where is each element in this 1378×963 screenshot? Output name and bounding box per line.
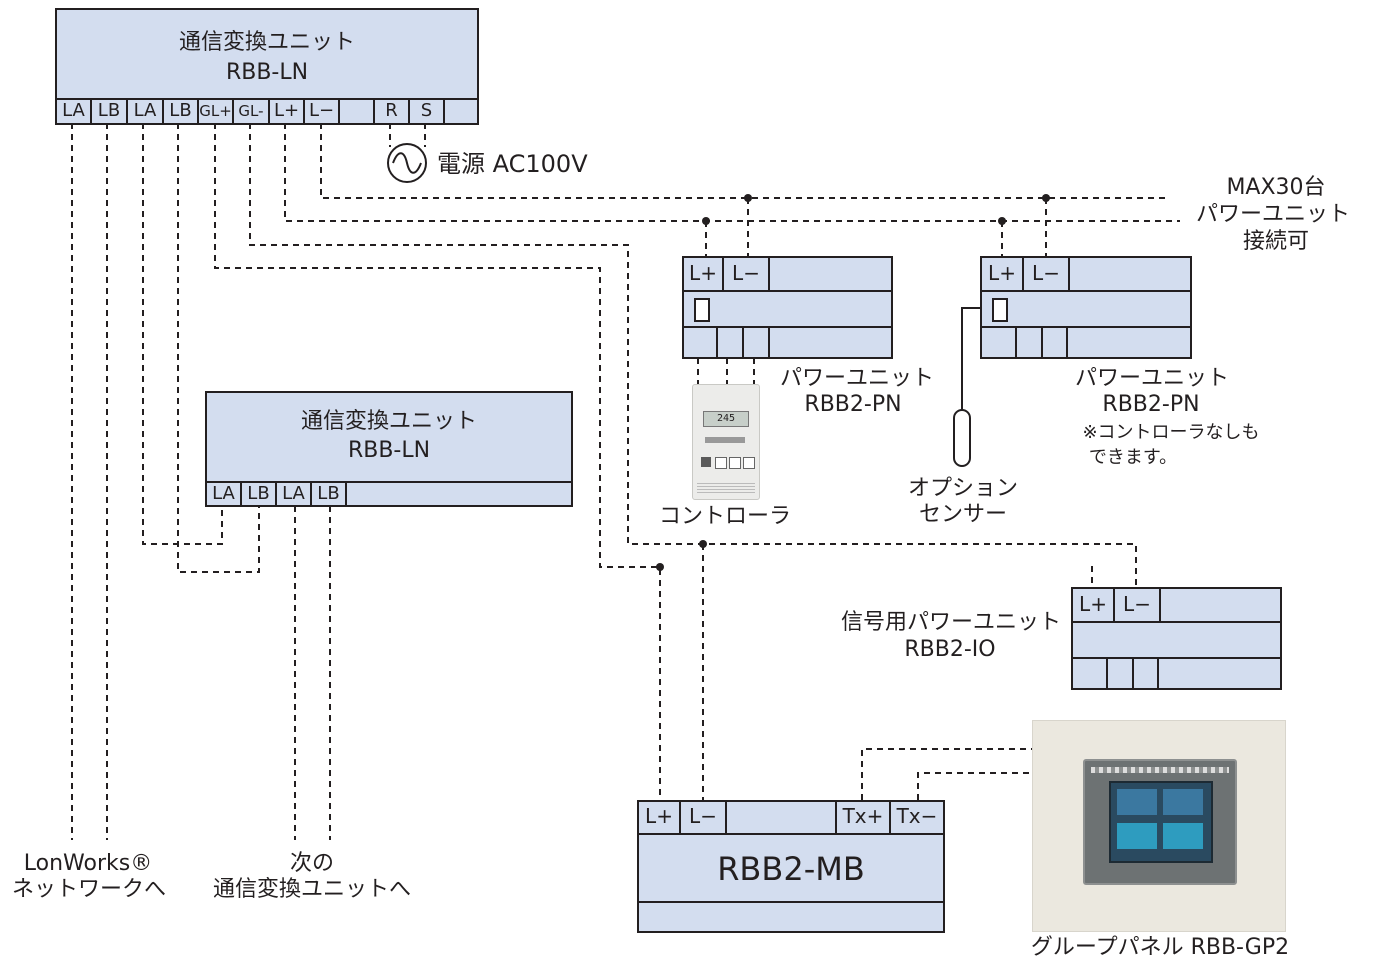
power-unit-1-model: RBB2-PN	[804, 392, 902, 417]
terminal-l-plus: L+	[684, 258, 724, 290]
terminal-slot	[1043, 328, 1068, 359]
terminal-lb-2: LB	[164, 100, 199, 125]
max-note-line2: パワーユニット	[1195, 202, 1350, 227]
terminal-slot	[982, 328, 1017, 359]
terminal-slot	[684, 328, 718, 359]
mb-unit: L+ L− Tx+ Tx− RBB2-MB	[637, 800, 945, 933]
unit-model: RBB-LN	[347, 438, 431, 463]
unit-title: 通信変換ユニット	[300, 409, 477, 434]
terminal-la-2: LA	[277, 483, 312, 507]
terminal-tx-minus: Tx−	[896, 804, 938, 828]
terminal-lb: LB	[92, 100, 128, 125]
terminal-la: LA	[57, 100, 92, 125]
lonworks-label-line1: LonWorks®	[23, 851, 153, 876]
converter-unit-mid: 通信変換ユニット RBB-LN LA LB LA LB	[205, 391, 573, 507]
terminal-slot	[1073, 659, 1108, 690]
controller-label: コントローラ	[658, 504, 791, 529]
converter-unit-top: 通信変換ユニット RBB-LN LA LB LA LB GL+ GL- L+ L…	[55, 8, 479, 125]
terminal-l-plus: L+	[982, 258, 1024, 290]
next-unit-label-line2: 通信変換ユニットへ	[212, 877, 411, 902]
terminal-l-plus: L+	[1073, 589, 1115, 621]
terminal-row: LA LB LA LB GL+ GL- L+ L− R S	[57, 98, 477, 125]
terminal-slot	[1134, 659, 1159, 690]
group-panel-label: グループパネル RBB-GP2	[1030, 935, 1290, 960]
terminal-l-minus: L−	[1024, 258, 1070, 290]
mb-unit-model: RBB2-MB	[717, 850, 865, 888]
power-unit-2-name: パワーユニット	[1075, 366, 1230, 391]
power-unit-1: L+ L−	[682, 256, 893, 359]
terminal-slot	[1108, 659, 1134, 690]
power-unit-2-note1: ※コントローラなしも	[1082, 422, 1260, 443]
terminal-tx-plus: Tx+	[835, 802, 891, 833]
terminal-l-minus: L−	[305, 100, 340, 125]
terminal-l-plus: L+	[270, 100, 305, 125]
unit-title: 通信変換ユニット	[178, 30, 355, 55]
connector-port	[694, 298, 710, 322]
terminal-gl-plus: GL+	[199, 100, 234, 125]
terminal-slot	[744, 328, 770, 359]
terminal-la-2: LA	[128, 100, 164, 125]
power-unit-1-name: パワーユニット	[780, 366, 935, 391]
connector-port	[992, 298, 1008, 322]
terminal-la: LA	[207, 483, 242, 507]
terminal-lb-2: LB	[312, 483, 347, 507]
unit-model: RBB-LN	[225, 60, 309, 85]
terminal-l-minus: L−	[681, 802, 727, 833]
power-source-label: 電源 AC100V	[437, 150, 588, 178]
next-unit-label-line1: 次の	[289, 851, 334, 876]
signal-unit-name: 信号用パワーユニット	[840, 610, 1061, 635]
terminal-row: LA LB LA LB	[207, 481, 571, 507]
controller-display: 245	[703, 411, 749, 427]
terminal-l-minus: L−	[1115, 589, 1161, 621]
signal-unit-model: RBB2-IO	[904, 637, 996, 662]
option-sensor-line1: オプション	[907, 476, 1018, 501]
lonworks-label-line2: ネットワークへ	[11, 877, 166, 902]
terminal-l-minus: L−	[724, 258, 770, 290]
terminal-l-plus: L+	[639, 802, 681, 833]
power-unit-2: L+ L−	[980, 256, 1192, 359]
signal-power-unit: L+ L−	[1071, 587, 1282, 690]
terminal-gl-minus: GL-	[234, 100, 270, 125]
option-sensor-line2: センサー	[918, 502, 1007, 527]
terminal-r: R	[375, 100, 410, 125]
terminal-slot	[718, 328, 744, 359]
terminal-lb: LB	[242, 483, 277, 507]
controller-image: 245	[692, 384, 760, 500]
terminal-s: S	[410, 100, 445, 125]
max-note-line3: 接続可	[1242, 229, 1309, 254]
group-panel-image	[1032, 720, 1286, 932]
terminal-slot	[1017, 328, 1043, 359]
terminal-blank-2	[445, 100, 477, 125]
terminal-blank	[340, 100, 375, 125]
power-unit-2-note2: できます。	[1088, 447, 1178, 468]
max-note-line1: MAX30台	[1226, 175, 1326, 200]
power-unit-2-model: RBB2-PN	[1102, 392, 1200, 417]
